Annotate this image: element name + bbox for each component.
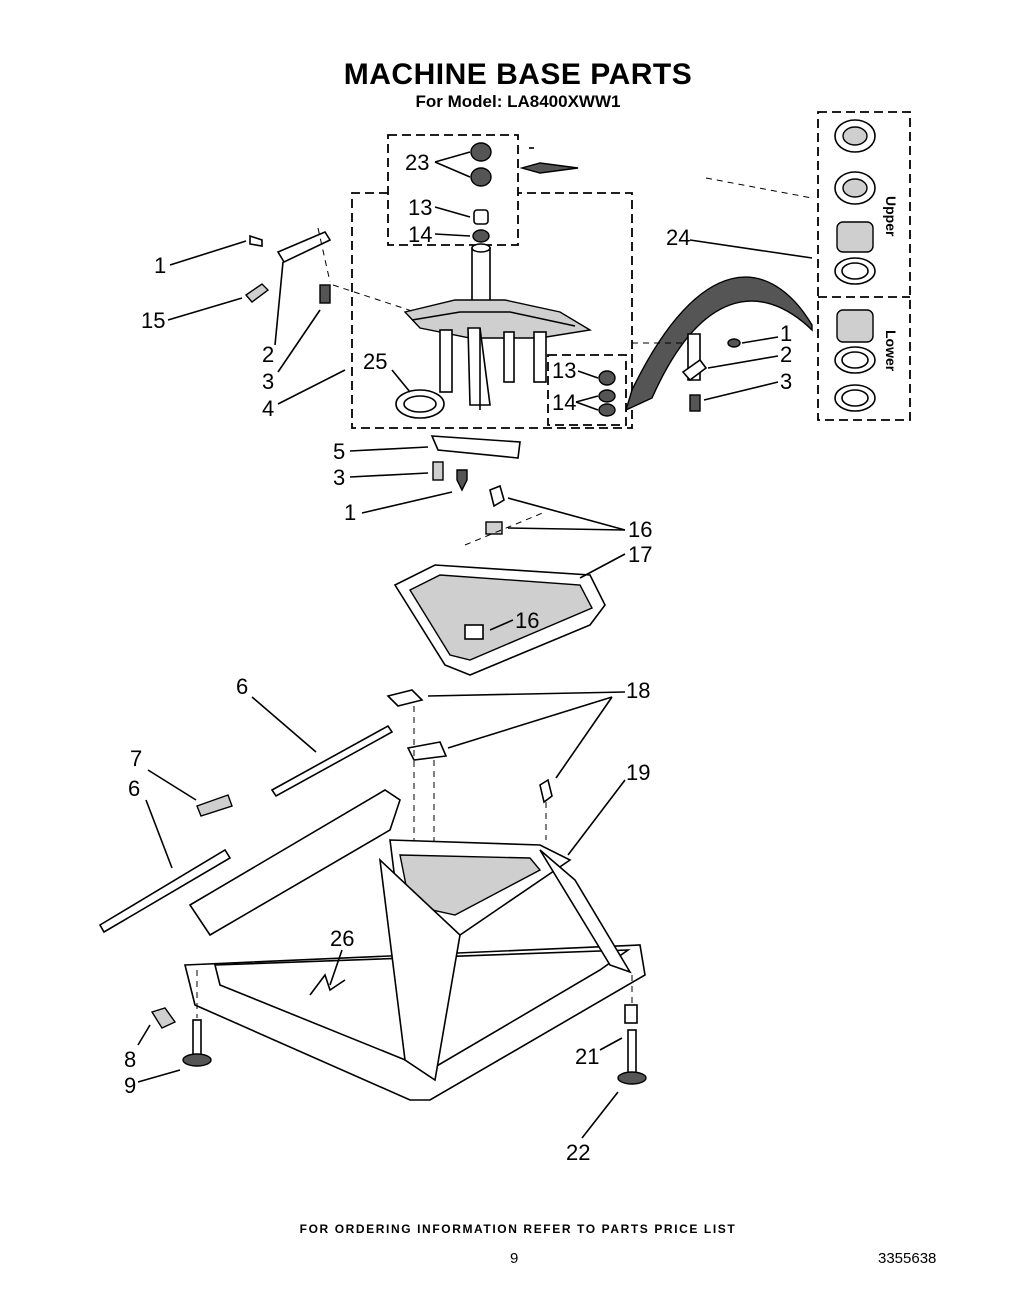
part-8-9-leveling-leg-left — [150, 970, 212, 1067]
part-21-22-leveling-leg-right — [617, 975, 647, 1085]
part-13-14-upper — [472, 209, 490, 243]
callout-19: 19 — [626, 760, 650, 785]
callout-1-left: 1 — [154, 253, 166, 278]
arrow-kit-to-hub — [624, 276, 813, 412]
callout-17: 17 — [628, 542, 652, 567]
page-number: 9 — [510, 1250, 519, 1267]
callout-6-upper: 6 — [236, 674, 248, 699]
bearing-kit-box — [817, 111, 911, 421]
callout-18: 18 — [626, 678, 650, 703]
part-19-base-frame — [183, 789, 646, 1101]
callout-16-upper: 16 — [628, 517, 652, 542]
page-title: MACHINE BASE PARTS — [343, 58, 693, 91]
callout-9: 9 — [124, 1073, 136, 1098]
callout-14-lower: 14 — [552, 390, 576, 415]
callout-15: 15 — [141, 308, 165, 333]
callout-26: 26 — [330, 926, 354, 951]
callout-2-left: 2 — [262, 342, 274, 367]
model-subtitle: For Model: LA8400XWW1 — [415, 92, 621, 111]
callout-2-right: 2 — [780, 342, 792, 367]
part-1-2-3-15-left — [244, 227, 416, 313]
leader-lines — [137, 151, 813, 1139]
ordering-note: FOR ORDERING INFORMATION REFER TO PARTS … — [299, 1222, 737, 1236]
kit-lower-label: Lower — [883, 330, 899, 372]
callout-7: 7 — [130, 746, 142, 771]
callout-1-right: 1 — [780, 321, 792, 346]
part-5-bracket — [430, 435, 521, 492]
callout-numbers: 23 13 14 1 15 2 3 4 25 24 1 2 3 13 14 5 … — [124, 150, 792, 1165]
document-number: 3355638 — [878, 1250, 937, 1267]
part-16-17-frame — [393, 484, 606, 676]
hub-assembly-box — [351, 192, 633, 429]
callout-1-center: 1 — [344, 500, 356, 525]
callout-22: 22 — [566, 1140, 590, 1165]
part-25-seal-ring — [395, 389, 445, 419]
part-6-7-rails-spring — [98, 724, 394, 934]
kit-upper-label: Upper — [883, 196, 899, 237]
callout-3-left: 3 — [262, 369, 274, 394]
part-13-14-lower — [598, 370, 616, 417]
arrow-upper-inset — [519, 162, 579, 174]
part-4-hub-spider-assembly — [403, 243, 593, 410]
callout-24: 24 — [666, 225, 690, 250]
callout-3-right: 3 — [780, 369, 792, 394]
callout-14-upper: 14 — [408, 222, 432, 247]
callout-13-upper: 13 — [408, 195, 432, 220]
callout-21: 21 — [575, 1044, 599, 1069]
callout-23: 23 — [405, 150, 429, 175]
part-23-bearing-upper — [470, 142, 492, 187]
lower-bearing-inset-box — [547, 354, 627, 426]
upper-bearing-inset-box — [387, 134, 519, 246]
part-26-clip — [309, 973, 346, 996]
part-1-2-3-right — [632, 333, 741, 412]
callout-4: 4 — [262, 396, 274, 421]
kit-leader-dashed — [705, 177, 813, 199]
callout-16-lower: 16 — [515, 608, 539, 633]
callout-3-center: 3 — [333, 465, 345, 490]
callout-5: 5 — [333, 439, 345, 464]
callout-13-lower: 13 — [552, 358, 576, 383]
kit-upper-bearings — [834, 119, 876, 285]
callout-8: 8 — [124, 1047, 136, 1072]
kit-lower-bearings — [834, 309, 876, 412]
callout-6-lower: 6 — [128, 776, 140, 801]
callout-25: 25 — [363, 349, 387, 374]
